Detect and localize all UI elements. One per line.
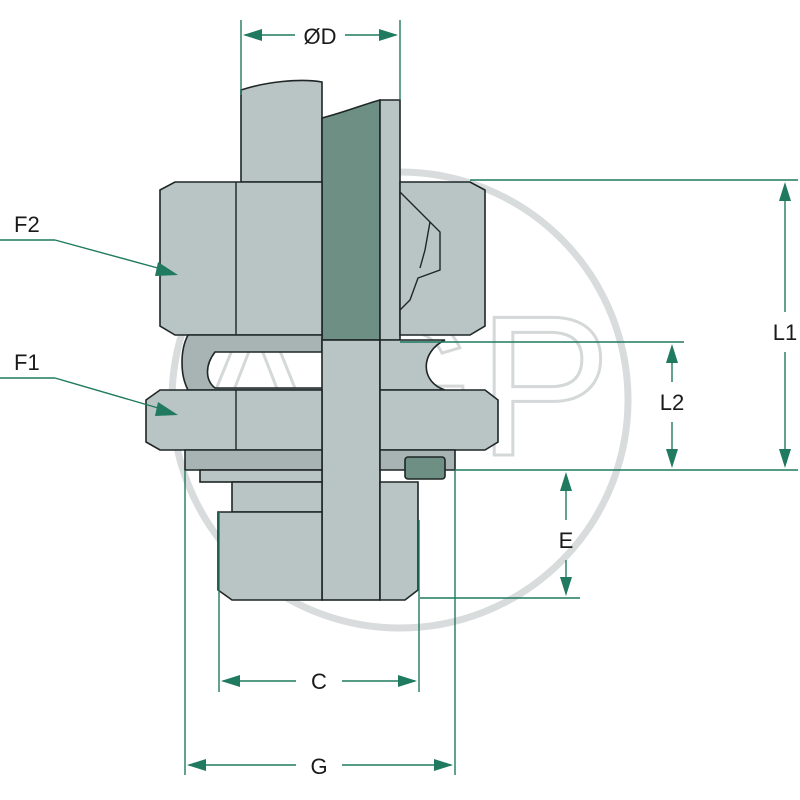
stud-collar <box>199 469 323 483</box>
dimension-labels: ØD F2 F1 L1 L2 E C G <box>14 24 797 779</box>
l1-arrow-top <box>779 182 791 201</box>
label-l2: L2 <box>660 390 684 415</box>
label-l1: L1 <box>773 320 797 345</box>
tube-wall <box>379 99 401 341</box>
nut-f1-right <box>379 389 499 451</box>
body-left-neck <box>181 334 323 391</box>
nut-f2-inner <box>419 221 431 269</box>
stud-thread-right <box>379 481 419 601</box>
label-e: E <box>559 528 574 553</box>
f1-leader-arrow <box>155 402 178 416</box>
tube-outer <box>240 79 323 183</box>
c-arrow-left <box>221 675 240 687</box>
nut-f2-body <box>159 181 323 336</box>
label-c: C <box>311 669 327 694</box>
nut-f2 <box>159 181 486 336</box>
f1-leader-diagonal <box>54 377 166 411</box>
f2-leader-diagonal <box>54 239 166 271</box>
g-arrow-right <box>434 759 453 771</box>
stud-undercut <box>231 481 323 513</box>
od-arrow-left <box>243 29 262 41</box>
threaded-stud <box>199 469 419 601</box>
stud-thread <box>217 511 323 601</box>
washer-left <box>184 449 323 471</box>
f2-leader-arrow <box>155 262 178 276</box>
e-arrow-top <box>560 472 572 491</box>
l2-arrow-top <box>666 344 678 363</box>
label-f2: F2 <box>14 212 40 237</box>
label-g: G <box>310 754 327 779</box>
dimension-lines <box>0 20 798 775</box>
e-arrow-bottom <box>560 577 572 596</box>
nut-f2-right <box>399 181 486 336</box>
label-f1: F1 <box>14 350 40 375</box>
nut-f2-thread <box>399 191 441 311</box>
nut-f1-body <box>145 389 323 451</box>
nut-f1 <box>145 389 499 480</box>
c-arrow-right <box>398 675 417 687</box>
l1-arrow-bottom <box>779 449 791 468</box>
body-center <box>321 339 381 601</box>
od-arrow-right <box>379 29 398 41</box>
g-arrow-left <box>187 759 206 771</box>
tube-section <box>321 98 381 341</box>
tube <box>240 79 401 341</box>
l2-arrow-bottom <box>666 449 678 468</box>
label-diameter: ØD <box>304 24 337 49</box>
seal-ring <box>404 456 446 480</box>
